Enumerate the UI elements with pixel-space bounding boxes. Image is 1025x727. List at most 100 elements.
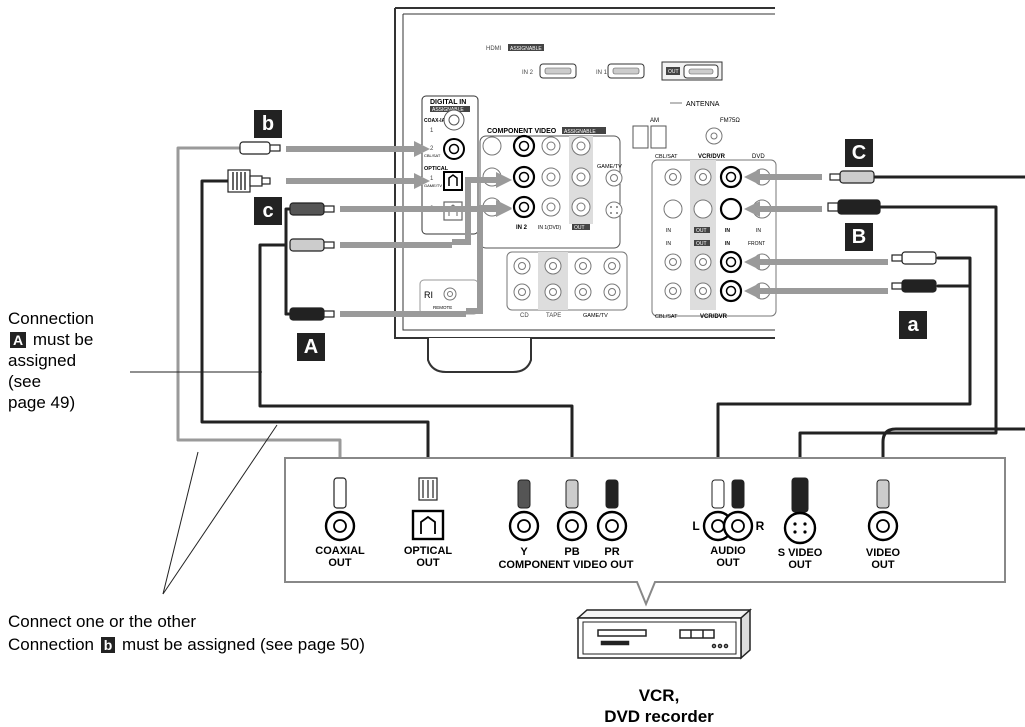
connection-a-note-line-2: A must be (8, 329, 94, 350)
digital-in-frame (421, 95, 479, 235)
in-label-3: IN (756, 228, 761, 234)
component-pb-plug (289, 238, 325, 252)
badge-c-upper: C (845, 139, 873, 167)
l-label: L (692, 519, 699, 533)
remote-label: REMOTE (433, 305, 452, 310)
analog-audio-left-block: GAME/TV CD TAPE GAME/TV (506, 164, 628, 319)
cable-svideo (798, 205, 998, 482)
in-label-4: IN (666, 241, 671, 247)
component-out-label: OUT (574, 225, 585, 231)
connection-a-note-line-1: Connection (8, 309, 95, 328)
tape-label: TAPE (546, 313, 561, 319)
hdmi-in1-label: IN 1 (596, 70, 608, 76)
svideo-out-label-2: OUT (788, 559, 812, 571)
ri-label: RI (424, 290, 433, 300)
component-y-plug (289, 202, 325, 216)
connection-b-inline-badge: b (100, 637, 116, 653)
vcr-dvr2-label: VCR/DVR (700, 314, 728, 320)
y-label: Y (520, 546, 528, 558)
hdmi-out-label: OUT (668, 69, 679, 75)
component-video-section: COMPONENT VIDEO ASSIGNABLE IN 2 IN 1(DVD… (479, 127, 621, 249)
receiver-rear-panel: HDMI ASSIGNABLE IN 2 IN 1 OUT DIGITAL IN… (394, 7, 777, 373)
pb-label: PB (564, 546, 579, 558)
coaxial-plug (239, 141, 271, 155)
hdmi-in2-label: IN 2 (522, 70, 534, 76)
game-tv-label: GAME/TV (597, 164, 622, 170)
r-label: R (756, 519, 765, 533)
coaxial-out-label-2: OUT (328, 557, 352, 569)
optical-out-label-1: OPTICAL (404, 545, 453, 557)
audio-r-plug (901, 279, 937, 293)
pointer-optical (162, 424, 278, 595)
vcr-top (576, 609, 752, 619)
device-name-1: VCR, (639, 686, 680, 705)
component-video-out-label: COMPONENT VIDEO OUT (498, 559, 633, 571)
component-pr-plug (289, 307, 325, 321)
fm-label: FM75Ω (720, 118, 740, 124)
front-label: FRONT (748, 241, 765, 247)
video-plug (839, 170, 875, 184)
opt-1-label: 1 (430, 176, 434, 182)
dvd-label: DVD (752, 154, 765, 160)
connection-a-inline-badge: A (10, 332, 27, 348)
hdmi-assign-box (508, 44, 544, 51)
coaxial-label: COAX-IAL (424, 118, 448, 124)
pointer-coaxial (162, 451, 199, 595)
pr-label: PR (604, 546, 619, 558)
badge-b-upper: B (845, 223, 873, 251)
audio-out-label-1: AUDIO (710, 545, 746, 557)
coax-2-sub: CBL/SAT (424, 153, 441, 158)
hdmi-label: HDMI (486, 46, 502, 52)
cable-component-device-bundle (284, 300, 614, 482)
cable-component-bundle (284, 207, 292, 316)
in-label-1: IN (666, 228, 671, 234)
device-name-2: DVD recorder (604, 707, 714, 726)
device-panel: COAXIAL OUT OPTICAL OUT Y PB PR COMPONEN… (284, 457, 1006, 607)
component-in2-label: IN 2 (516, 225, 528, 231)
vcr-illustration (576, 608, 752, 660)
cbl-sat-label: CBL/SAT (655, 154, 678, 160)
connection-b-note-pre: Connection (8, 635, 95, 654)
am-label: AM (650, 118, 659, 124)
badge-a-upper: A (297, 333, 325, 361)
coax-2-label: 2 (430, 146, 434, 152)
svideo-out-port (783, 511, 817, 545)
connection-a-note-line-3: assigned (8, 351, 77, 370)
connection-b-note-post: must be assigned (see page 50) (122, 635, 365, 654)
cable-video-device (881, 427, 1025, 482)
vcr-dvr-label: VCR/DVR (698, 154, 726, 160)
vcr-side (740, 608, 751, 660)
vcr-svideo-in-port (719, 197, 743, 221)
cable-coaxial (176, 146, 342, 480)
video-out-label-1: VIDEO (866, 547, 901, 559)
out-label-2: OUT (696, 241, 707, 247)
device-panel-frame (284, 457, 1006, 607)
hdmi-assign-label: ASSIGNABLE (510, 46, 542, 52)
connection-b-note: Connection b must be assigned (see page … (8, 634, 365, 655)
badge-c-lower: c (254, 197, 282, 225)
svideo-out-label-1: S VIDEO (778, 547, 823, 559)
digital-assign-label: ASSIGNABLE (432, 107, 464, 113)
component-video-label: COMPONENT VIDEO (487, 128, 557, 135)
hdmi-section: HDMI ASSIGNABLE IN 2 IN 1 OUT (486, 44, 723, 81)
in-label-2: IN (725, 228, 730, 234)
cable-component-pb-run (258, 243, 574, 482)
in-label-5: IN (725, 241, 730, 247)
badge-b-lower: b (254, 110, 282, 138)
optical-plug (227, 169, 251, 193)
svideo-plug (837, 199, 881, 215)
audio-l-plug (901, 251, 937, 265)
game-tv2-label: GAME/TV (583, 313, 608, 319)
optical-label: OPTICAL (424, 166, 449, 172)
video-out-label-2: OUT (871, 559, 895, 571)
optical-out-label-2: OUT (416, 557, 440, 569)
connection-a-note: Connection A must be assigned (see page … (8, 308, 94, 413)
coax-1-label: 1 (430, 128, 434, 134)
cables (176, 146, 1025, 482)
cd-label: CD (520, 313, 529, 319)
coaxial-out-label-1: COAXIAL (315, 545, 365, 557)
digital-in-section: DIGITAL IN ASSIGNABLE COAX-IAL 1 2 CBL/S… (421, 95, 479, 235)
antenna-section: ANTENNA AM FM75Ω (632, 101, 740, 149)
digital-in-label: DIGITAL IN (430, 99, 466, 106)
